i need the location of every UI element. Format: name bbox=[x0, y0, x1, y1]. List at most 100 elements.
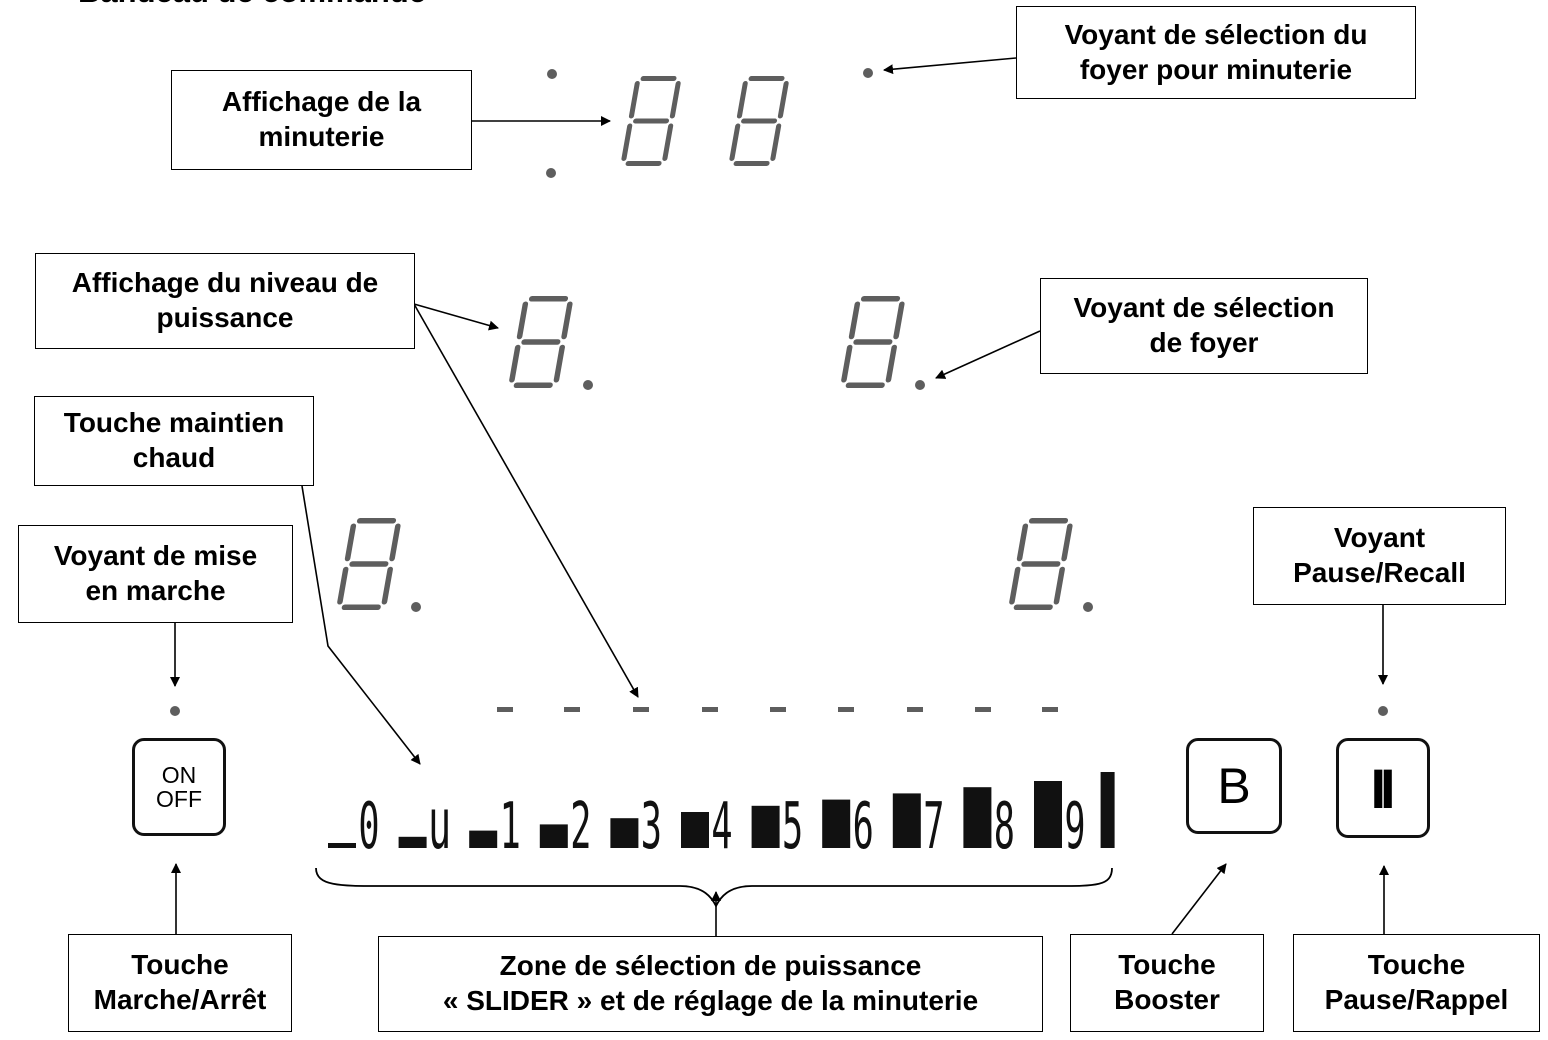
digit-segment bbox=[633, 118, 670, 124]
slider-level-bar[interactable] bbox=[539, 824, 568, 848]
digit-segment bbox=[853, 339, 893, 345]
slider-level-bar[interactable] bbox=[398, 836, 427, 848]
callout-line: Touche bbox=[131, 949, 229, 981]
slider-level-label[interactable]: 5 bbox=[782, 790, 803, 864]
digit-segment bbox=[1061, 523, 1073, 562]
seven-segment-displays bbox=[337, 76, 1093, 612]
callout-line: Touche bbox=[1367, 949, 1466, 981]
pause-led-dot bbox=[1378, 706, 1388, 716]
digit-segment bbox=[621, 123, 633, 161]
digit-segment bbox=[748, 76, 785, 82]
slider-level-bar[interactable] bbox=[822, 799, 851, 848]
digit-segment bbox=[1009, 566, 1021, 605]
slider-level-label[interactable]: 6 bbox=[853, 790, 874, 864]
power-digit-front-left bbox=[337, 518, 401, 610]
slider-level-bar[interactable] bbox=[963, 787, 992, 848]
slider-level-bar[interactable] bbox=[1034, 781, 1062, 848]
slider-level-label[interactable]: 1 bbox=[500, 790, 521, 864]
callout-line: Pause/Recall bbox=[1293, 557, 1466, 588]
slider-level-label[interactable]: 8 bbox=[994, 790, 1015, 864]
slider-level-label[interactable]: 9 bbox=[1064, 790, 1085, 864]
callout-line: Affichage de la bbox=[221, 86, 422, 118]
slider-level-label[interactable]: 0 bbox=[358, 790, 379, 864]
callout-line: « SLIDER » et de réglage de la minuterie bbox=[442, 985, 979, 1016]
timer-digit-units bbox=[729, 76, 789, 167]
slider-level-bar[interactable] bbox=[328, 843, 356, 848]
arrow-keep-warm bbox=[301, 485, 421, 765]
power-on-led-dot bbox=[170, 706, 180, 716]
arrow-timer-zone-led bbox=[883, 57, 1017, 75]
slider-level-label[interactable]: 3 bbox=[641, 790, 662, 864]
callout-line: Touche bbox=[1118, 949, 1216, 981]
slider-dash bbox=[633, 707, 649, 712]
digit-segment bbox=[860, 296, 901, 302]
callout-line: Voyant bbox=[1333, 522, 1426, 554]
digit-segment bbox=[625, 160, 662, 167]
digit-segment bbox=[1028, 518, 1069, 524]
slider-level-bar[interactable] bbox=[681, 812, 709, 848]
pause-key-label: II bbox=[1370, 756, 1395, 820]
timer-colon-dot-bottom bbox=[546, 168, 556, 178]
slider-level-label[interactable]: 7 bbox=[923, 790, 944, 864]
callout-line: Voyant de sélection du bbox=[1064, 18, 1368, 50]
callout-line: foyer pour minuterie bbox=[1079, 53, 1353, 85]
callout-line: chaud bbox=[132, 442, 216, 473]
digit-segment bbox=[885, 344, 897, 383]
digit-segment bbox=[513, 382, 553, 388]
zone-selection-led bbox=[1083, 602, 1093, 612]
digit-segment bbox=[381, 566, 393, 605]
slider-level-bar[interactable] bbox=[751, 805, 780, 848]
slider-dash bbox=[497, 707, 513, 712]
zone-selection-led bbox=[915, 380, 925, 390]
slider-end-bar[interactable] bbox=[1100, 772, 1115, 848]
indicator-dots bbox=[170, 68, 1388, 716]
slider-level-bar[interactable] bbox=[610, 818, 639, 848]
onoff-key-on-label: ON bbox=[161, 761, 197, 788]
digit-segment bbox=[848, 301, 861, 340]
timer-zone-led-dot bbox=[863, 68, 873, 78]
callout-line: Zone de sélection de puissance bbox=[499, 950, 922, 982]
callout-line: Affichage du niveau de bbox=[71, 267, 379, 299]
digit-segment bbox=[344, 523, 357, 562]
callout-line: Voyant de mise bbox=[53, 540, 258, 572]
digit-segment bbox=[841, 344, 853, 383]
power-digit-back-right bbox=[841, 296, 905, 388]
digit-segment bbox=[561, 301, 573, 340]
pause-key[interactable]: II bbox=[1336, 738, 1430, 838]
slider-dash bbox=[564, 707, 580, 712]
digit-segment bbox=[669, 81, 681, 119]
digit-segment bbox=[733, 160, 770, 167]
zone-selection-led bbox=[583, 380, 593, 390]
slider-level-label[interactable]: u bbox=[428, 785, 451, 866]
slider-level-label[interactable]: 4 bbox=[711, 790, 732, 864]
onoff-key-off-label: OFF bbox=[156, 786, 202, 812]
booster-key[interactable]: B bbox=[1186, 738, 1282, 834]
digit-segment bbox=[640, 76, 677, 82]
slider-brace bbox=[315, 867, 1113, 909]
digit-segment bbox=[389, 523, 401, 562]
callout-line: minuterie bbox=[258, 121, 385, 152]
digit-segment bbox=[516, 301, 529, 340]
digit-segment bbox=[741, 118, 778, 124]
page-heading: Bandeau de commande bbox=[78, 0, 426, 10]
digit-segment bbox=[662, 123, 674, 161]
digit-segment bbox=[1016, 523, 1029, 562]
slider-level-label[interactable]: 2 bbox=[570, 790, 591, 864]
arrow-zone-led bbox=[935, 330, 1041, 379]
callout-line: Voyant de sélection bbox=[1073, 292, 1335, 324]
power-digit-front-right bbox=[1009, 518, 1073, 610]
slider-dash bbox=[975, 707, 991, 712]
callout-line: Marche/Arrêt bbox=[93, 984, 267, 1015]
slider-level-bar[interactable] bbox=[469, 830, 498, 848]
slider-level-bar[interactable] bbox=[892, 793, 921, 848]
digit-segment bbox=[349, 561, 389, 567]
callout-line: en marche bbox=[85, 575, 226, 606]
